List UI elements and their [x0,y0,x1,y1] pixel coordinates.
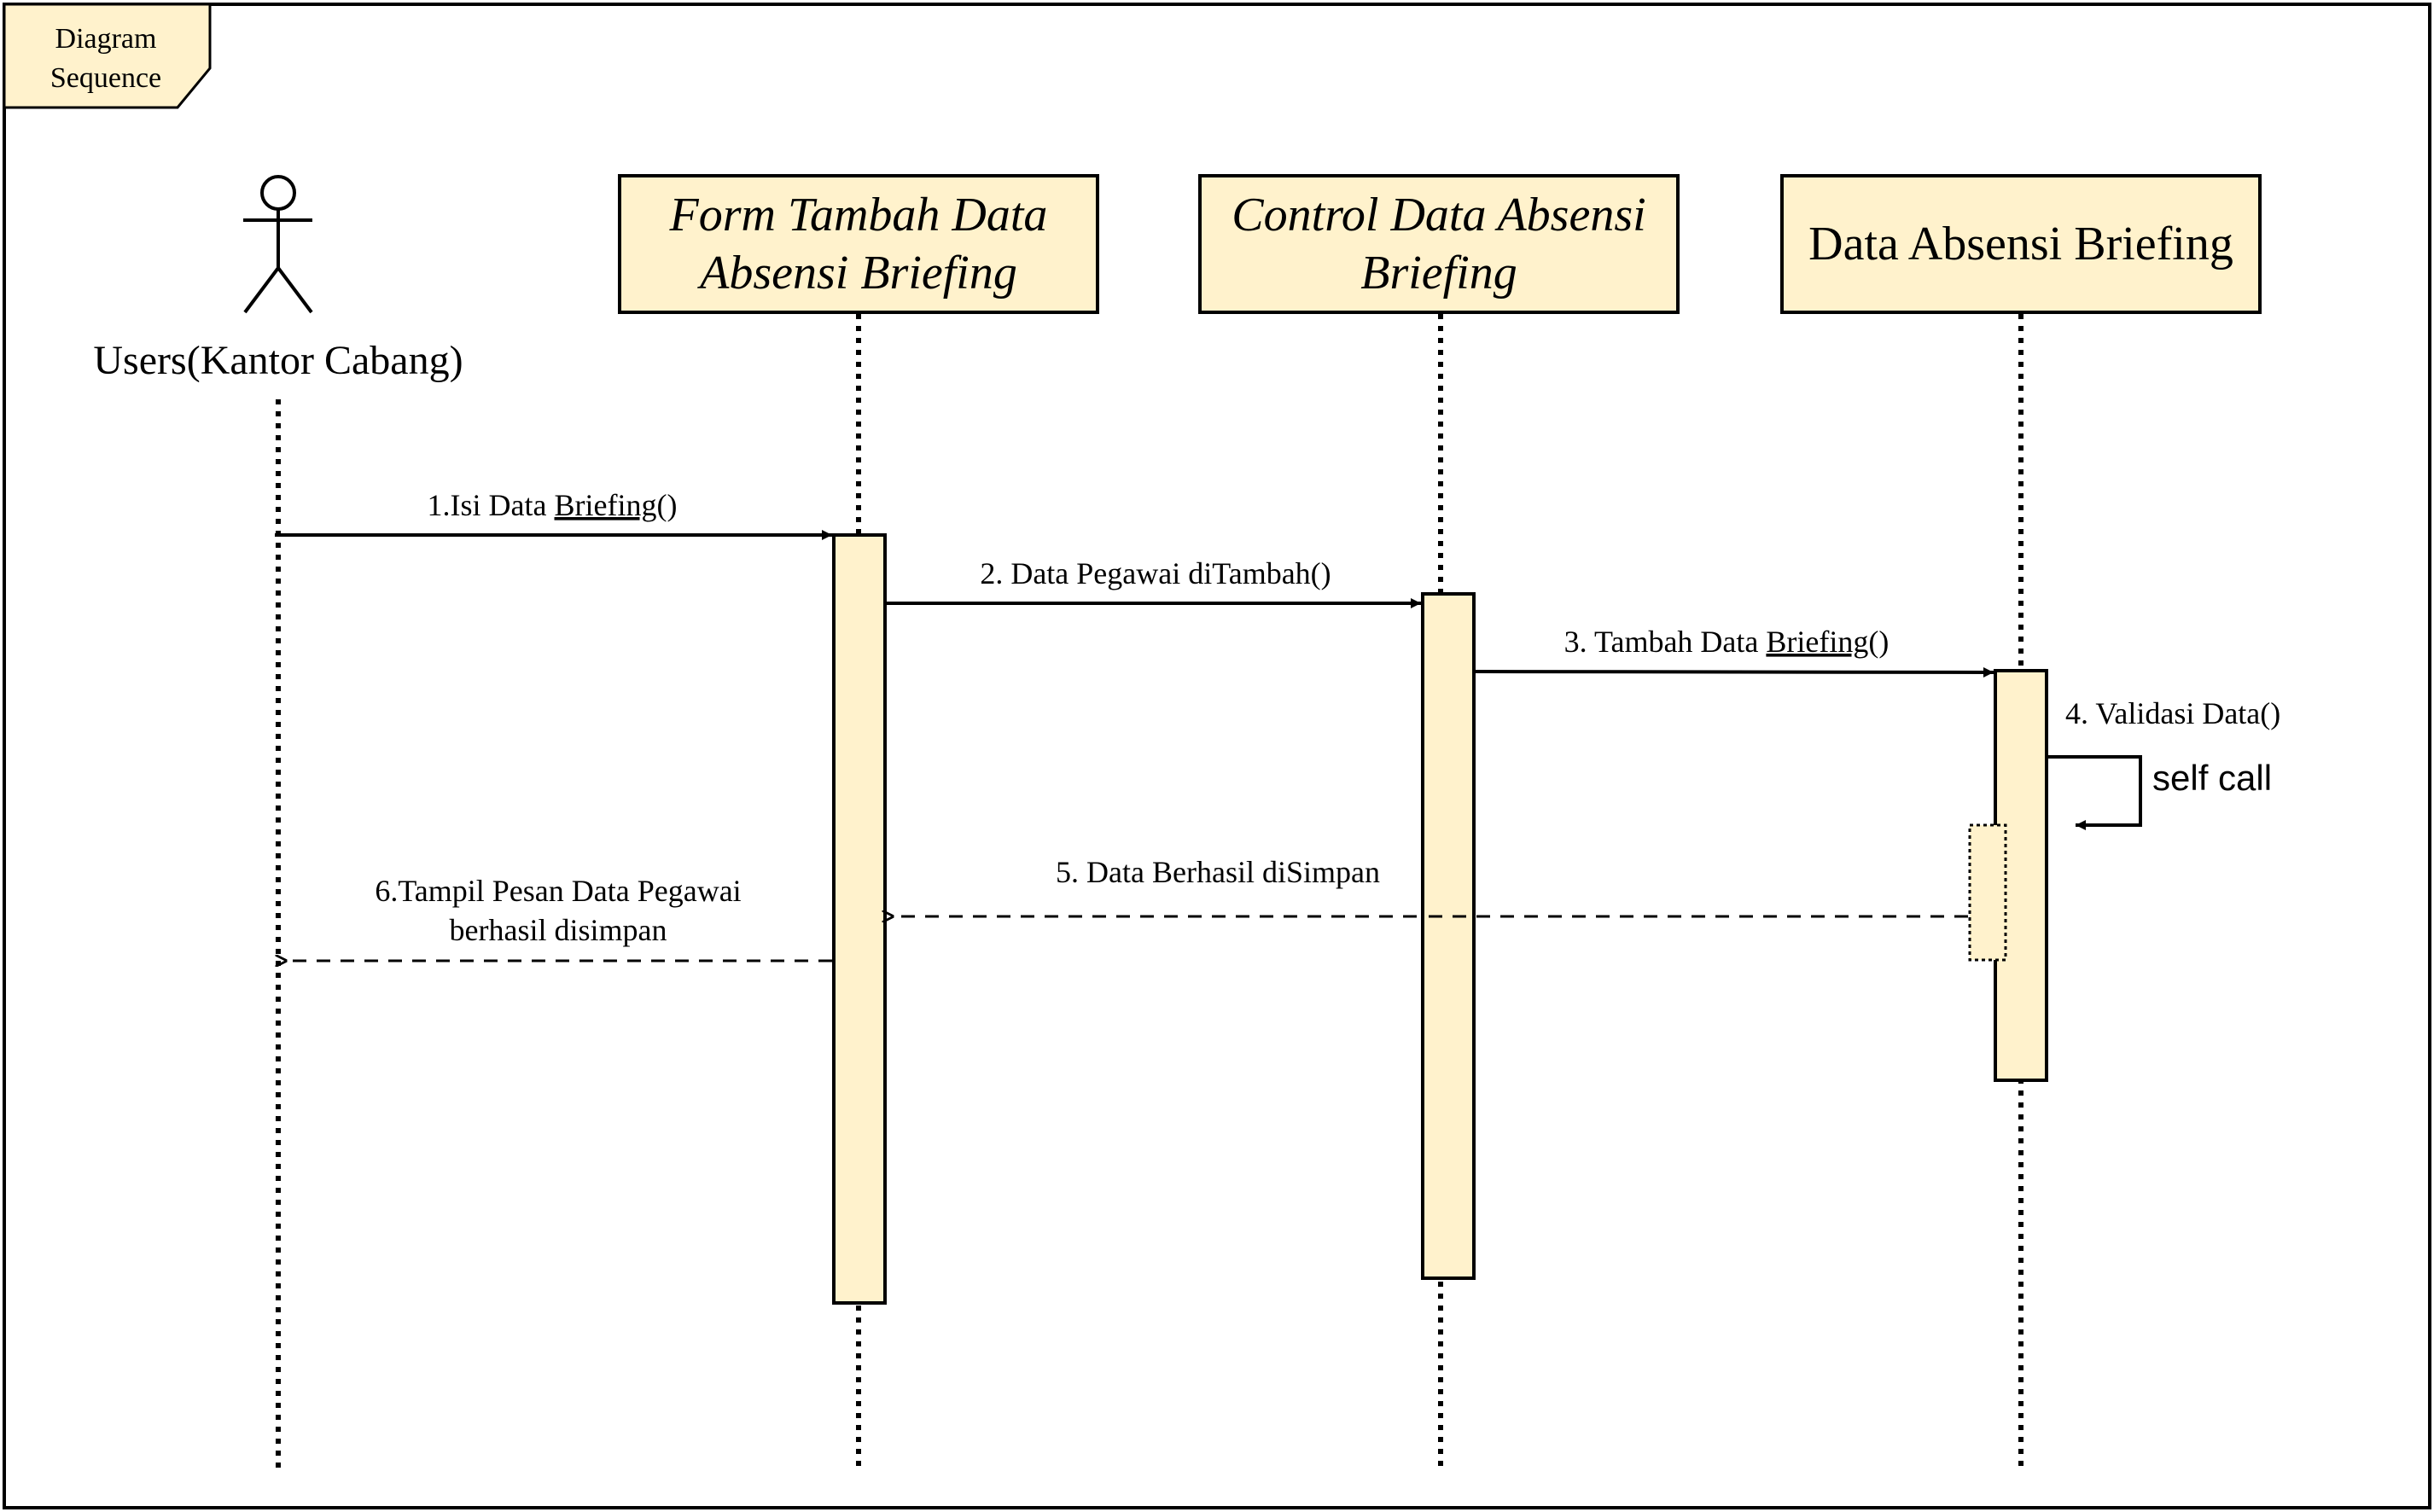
lifeline-form-tambah-line1: Form Tambah Data [669,189,1048,241]
lifeline-form-tambah: Form Tambah Data Absensi Briefing [618,174,1099,314]
message-label-2: 2. Data Pegawai diTambah() [980,556,1331,590]
message-label-4: 4. Validasi Data() [2065,696,2280,730]
frame-title-line1: Diagram [55,23,157,55]
frame-title-tab: Diagram Sequence [3,3,212,109]
message-label-6-line2: berhasil disimpan [450,913,667,947]
message-label-1: 1.Isi Data Briefing() [428,488,678,522]
frame-title-line2: Sequence [50,62,161,94]
message-label-6-line1: 6.Tampil Pesan Data Pegawai [375,874,741,908]
self-call-note: self call [2152,758,2272,798]
actor-stick-figure-icon [243,175,313,314]
activation-bar-form [832,533,887,1305]
lifeline-data-absensi-label: Data Absensi Briefing [1808,218,2233,270]
message-label-3: 3. Tambah Data Briefing() [1564,625,1890,659]
lifeline-form-tambah-line2: Absensi Briefing [696,247,1017,299]
activation-bar-control [1421,592,1476,1280]
message-label-5: 5. Data Berhasil diSimpan [1056,855,1380,889]
activation-bar-data-nested [1968,823,2007,962]
lifeline-control-data-line1: Control Data Absensi [1232,189,1645,241]
lifeline-control-data: Control Data Absensi Briefing [1198,174,1680,314]
actor-label: Users(Kantor Cabang) [93,338,463,383]
lifeline-control-data-line2: Briefing [1360,247,1517,299]
lifeline-data-absensi: Data Absensi Briefing [1780,174,2262,314]
message-arrow-4-self-call [2047,755,2142,830]
